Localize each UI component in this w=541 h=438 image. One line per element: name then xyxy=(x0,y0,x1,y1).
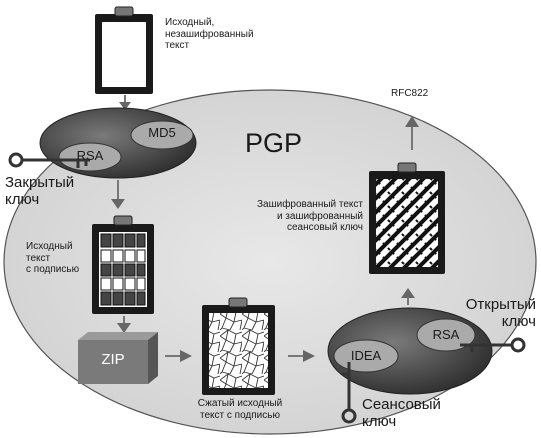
rsa-sign-label: RSA xyxy=(76,148,104,163)
md5-label: MD5 xyxy=(148,125,176,140)
arrow-compressed-to-encrypt xyxy=(288,350,315,362)
public-key-label: Открытый ключ xyxy=(465,296,536,331)
pgp-title: PGP xyxy=(245,128,303,158)
private-key-label: Закрытый ключ xyxy=(5,174,75,209)
md5-ellipse xyxy=(130,120,194,150)
arrow-plaintext-to-sign xyxy=(119,95,131,110)
plaintext-label: Исходный, незашифрованный текст xyxy=(165,17,254,51)
compressed-clipboard-icon xyxy=(202,297,275,395)
encrypted-clipboard-icon xyxy=(369,162,445,274)
session-key-label: Сеансовый ключ xyxy=(362,396,441,431)
rsa-encrypt-ellipse xyxy=(416,318,476,352)
idea-label: IDEA xyxy=(350,348,382,363)
rfc822-label: RFC822 xyxy=(391,88,429,99)
rsa-sign-ellipse xyxy=(58,142,122,172)
compressed-label: Сжатый исходный текст с подписью xyxy=(197,398,283,421)
arrow-encrypt-to-encrypted xyxy=(401,288,415,305)
plaintext-clipboard-icon xyxy=(95,6,153,94)
signed-text-label: Исходный текст с подписью xyxy=(26,241,80,275)
zip-label: ZIP xyxy=(101,351,125,368)
arrow-signed-to-zip xyxy=(117,316,131,333)
encrypted-label: Зашифрованный текст и зашифрованный сеан… xyxy=(256,199,363,233)
arrow-sign-to-signed xyxy=(111,180,125,209)
zip-box xyxy=(78,332,158,384)
public-key-icon xyxy=(460,337,526,353)
arrow-encrypted-to-rfc xyxy=(405,116,419,150)
arrow-zip-to-compressed xyxy=(165,350,192,362)
rsa-encrypt-label: RSA xyxy=(432,327,460,342)
private-key-icon xyxy=(8,152,90,168)
session-key-icon xyxy=(341,362,357,424)
signed-text-clipboard-icon xyxy=(92,215,154,314)
